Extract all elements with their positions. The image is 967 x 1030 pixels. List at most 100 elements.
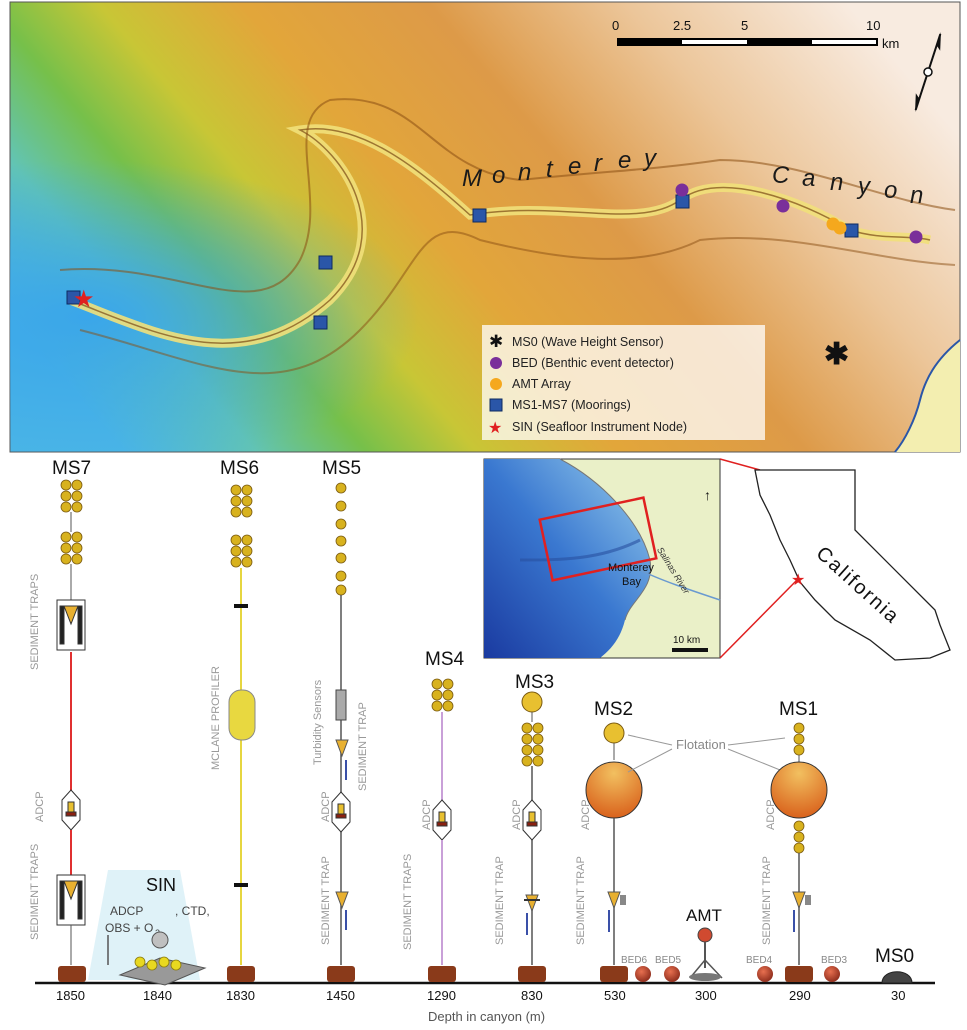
- mclane-profiler: [228, 689, 256, 741]
- canyon-letter: o: [884, 177, 897, 204]
- canyon-letter: C: [772, 162, 790, 189]
- instrument-label: ADCP: [511, 799, 523, 830]
- mooring-label: MS5: [322, 458, 361, 479]
- flotation-label: Flotation: [676, 737, 726, 752]
- bed-detector: [664, 966, 680, 982]
- instrument-label: SEDIMENT TRAPS: [29, 574, 41, 670]
- map-legend: ✱ ★ MS0 (Wave Height Sensor) BED (Benthi…: [482, 325, 765, 440]
- anchor: [227, 966, 255, 982]
- mooring-label: MS4: [425, 649, 465, 670]
- amt-marker: [833, 221, 847, 235]
- instrument-label: MCLANE PROFILER: [210, 666, 222, 770]
- sin-instrument-label: ADCP: [110, 904, 143, 918]
- legend-label: MS0 (Wave Height Sensor): [512, 335, 664, 349]
- legend-label: SIN (Seafloor Instrument Node): [512, 420, 687, 434]
- instrument-label: SEDIMENT TRAP: [494, 856, 506, 945]
- scale-tick-label: 0: [612, 18, 619, 33]
- legend-label: AMT Array: [512, 377, 572, 391]
- inset-bay-label: Bay: [622, 576, 641, 588]
- sin-marker-icon: ★: [73, 286, 95, 313]
- depth-tick-label: 530: [604, 988, 626, 1003]
- mooring-label: MS7: [52, 458, 91, 479]
- instrument-label: SEDIMENT TRAPS: [402, 854, 414, 950]
- adcp-instrument: [61, 789, 81, 831]
- canyon-letter: y: [856, 173, 872, 200]
- inset-scale-label: 10 km: [673, 635, 700, 646]
- bathymetry-map: M o n t e r e y C a n y o n 0 2.5 5 10 k…: [9, 1, 961, 453]
- depth-axis: 1850 1840 1830 1450 1290 830 530 300 290…: [56, 988, 905, 1024]
- canyon-name: M o n t e r e y C a n y o n: [462, 145, 923, 209]
- california-outline: [754, 469, 951, 661]
- amt-markers: [826, 217, 847, 235]
- coastline: [895, 340, 960, 452]
- north-arrow-icon: [914, 32, 942, 112]
- mooring-label: MS2: [594, 699, 633, 720]
- canyon-letter: t: [546, 156, 554, 183]
- depth-tick-label: 1290: [427, 988, 456, 1003]
- mooring-ms0: MS0: [875, 946, 914, 984]
- mooring-ms6: MS6 MCLANE PROFILER: [210, 458, 259, 982]
- big-flotation: [770, 761, 828, 819]
- sin-sphere: [151, 931, 169, 949]
- anchor: [518, 966, 546, 982]
- instrument-label: SEDIMENT TRAP: [761, 856, 773, 945]
- mooring-ms5: MS5 Turbidity Sensors SEDIMENT TRAP ADCP…: [312, 458, 369, 982]
- mooring-ms4: MS4 ADCP SEDIMENT TRAPS: [402, 649, 465, 982]
- legend-label: MS1-MS7 (Moorings): [512, 398, 631, 412]
- bed-markers: [675, 183, 923, 244]
- bed-marker: [675, 183, 689, 197]
- mooring-ms7: MS7: [29, 458, 91, 982]
- depth-tick-label: 1850: [56, 988, 85, 1003]
- anchor: [428, 966, 456, 982]
- mooring-label: MS3: [515, 672, 554, 693]
- canyon-letter: a: [802, 165, 815, 192]
- depth-tick-label: 1840: [143, 988, 172, 1003]
- mooring-label: MS6: [220, 458, 259, 479]
- instrument-label: ADCP: [580, 799, 592, 830]
- canyon-letter: n: [830, 169, 843, 196]
- anchor: [58, 966, 86, 982]
- canyon-letter: n: [910, 182, 923, 209]
- instrument-label: ADCP: [320, 791, 332, 822]
- bed-detector: [635, 966, 651, 982]
- canyon-letter: y: [642, 145, 658, 172]
- depth-tick-label: 290: [789, 988, 811, 1003]
- mooring-diagram: MS7: [29, 458, 935, 1024]
- bed-label: BED5: [655, 955, 682, 966]
- bed-detector: [757, 966, 773, 982]
- anchor: [327, 966, 355, 982]
- mooring-ms1: MS1 ADCP SEDIMENT TRAP: [761, 699, 828, 982]
- canyon-letter: n: [518, 159, 531, 186]
- instrument-label: ADCP: [34, 791, 46, 822]
- sin-node: SIN ADCP , CTD, OBS + O 2: [88, 870, 210, 986]
- mooring-marker: [318, 255, 333, 270]
- instrument-label: ADCP: [765, 799, 777, 830]
- instrument-label: SEDIMENT TRAP: [320, 856, 332, 945]
- depth-tick-label: 300: [695, 988, 717, 1003]
- mooring-marker: [844, 223, 859, 238]
- depth-tick-label: 1830: [226, 988, 255, 1003]
- legend-circle-icon: [490, 378, 502, 390]
- bed-label: BED4: [746, 955, 773, 966]
- canyon-letter: e: [618, 147, 631, 174]
- bed-label: BED6: [621, 955, 648, 966]
- depth-tick-label: 830: [521, 988, 543, 1003]
- amt-instrument: AMT: [686, 906, 723, 981]
- bed-detectors: BED6 BED5 BED4 BED3: [621, 955, 848, 982]
- axis-title: Depth in canyon (m): [428, 1009, 545, 1024]
- sin-instrument-label: OBS + O: [105, 921, 153, 935]
- california-map: ★ California: [719, 458, 951, 661]
- bed-detector: [824, 966, 840, 982]
- instrument-label: SEDIMENT TRAP: [575, 856, 587, 945]
- instrument-label: ADCP: [421, 799, 433, 830]
- legend-label: BED (Benthic event detector): [512, 356, 674, 370]
- anchor: [785, 966, 813, 982]
- scale-tick-label: 2.5: [673, 18, 691, 33]
- mooring-label: MS0: [875, 946, 914, 967]
- canyon-letter: e: [568, 153, 581, 180]
- bed-marker: [909, 230, 923, 244]
- canyon-letter: o: [492, 162, 505, 189]
- legend-circle-icon: [490, 357, 502, 369]
- mooring-label: MS1: [779, 699, 818, 720]
